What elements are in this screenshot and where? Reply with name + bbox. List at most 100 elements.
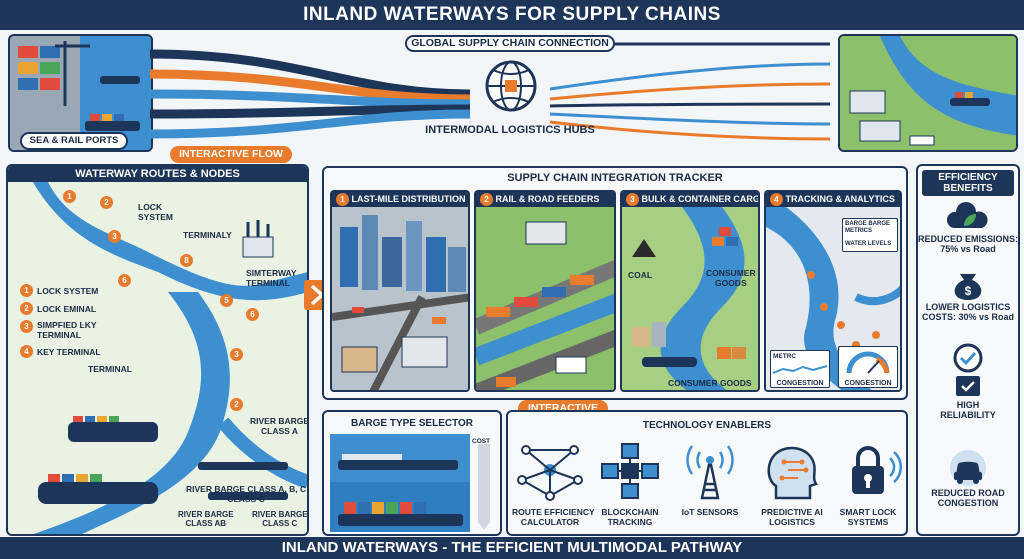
iot-tower-icon — [686, 445, 734, 500]
tech-item-iot[interactable]: IoT SENSORS — [672, 440, 748, 517]
legend-number: 1 — [20, 284, 33, 297]
footer-title: INLAND WATERWAYS - THE EFFICIENT MULTIMO… — [0, 537, 1024, 559]
map-marker[interactable]: 3 — [108, 230, 121, 243]
tile-label: TRACKING & ANALYTICS — [785, 194, 895, 204]
map-marker[interactable]: 2 — [100, 196, 113, 209]
globe-hub-icon — [485, 60, 537, 112]
hubs-label: INTERMODAL LOGISTICS HUBS — [425, 124, 595, 136]
ports-illustration: SEA & RAIL PORTS — [8, 34, 153, 152]
cargo-scene — [622, 207, 758, 390]
map-label-barge-c: RIVER BARGE CLASS C — [252, 510, 308, 528]
map-label-barge-a: RIVER BARGE CLASS A — [250, 416, 309, 436]
metrics-title: BARGE BARGE METRICS — [845, 221, 891, 234]
map-marker[interactable]: 6 — [246, 308, 259, 321]
ports-label: SEA & RAIL PORTS — [20, 132, 128, 150]
tile-rail-road[interactable]: 2 RAIL & ROAD FEEDERS — [474, 190, 616, 392]
barge-selector-panel: BARGE TYPE SELECTOR COST — [322, 410, 502, 536]
tile-tracking-analytics[interactable]: 4 TRACKING & ANALYTICS BARGE BARGE METRI… — [764, 190, 902, 392]
routes-title: WATERWAY ROUTES & NODES — [8, 166, 307, 182]
tech-item-predictive-ai[interactable]: PREDICTIVE AI LOGISTICS — [752, 440, 832, 527]
tracker-title: SUPPLY CHAIN INTEGRATION TRACKER — [507, 172, 723, 184]
supply-flow-arrows — [150, 42, 831, 141]
gauge-icon — [846, 351, 890, 374]
tile-number: 1 — [336, 193, 349, 206]
tile-last-mile[interactable]: 1 LAST-MILE DISTRIBUTION — [330, 190, 470, 392]
tile-head: 2 RAIL & ROAD FEEDERS — [476, 192, 614, 207]
metrc-label: METRC — [773, 353, 797, 360]
benefit-label: HIGH RELIABILITY — [940, 400, 996, 420]
benefit-label: LOWER LOGISTICS COSTS: 30% vs Road — [921, 302, 1015, 322]
benefit-item-costs: $ LOWER LOGISTICS COSTS: 30% vs Road — [918, 268, 1018, 322]
congestion-sparkline — [772, 365, 828, 374]
tech-item-blockchain[interactable]: BLOCKCHAIN TRACKING — [592, 440, 668, 527]
benefit-item-emissions: REDUCED EMISSIONS: 75% vs Road — [918, 202, 1018, 254]
benefit-item-congestion: REDUCED ROAD CONGESTION — [918, 448, 1018, 508]
smart-lock-icon — [852, 446, 903, 494]
legend-number: 3 — [20, 320, 33, 333]
congestion-label: CONGESTION — [844, 380, 892, 387]
legend-number: 2 — [20, 302, 33, 315]
page-title: INLAND WATERWAYS FOR SUPPLY CHAINS — [0, 0, 1024, 30]
network-icon — [517, 445, 583, 501]
tech-item-smart-lock[interactable]: SMART LOCK SYSTEMS — [830, 440, 906, 527]
metrc-card: METRC CONGESTION — [770, 350, 830, 388]
benefit-label: REDUCED EMISSIONS: 75% vs Road — [918, 234, 1019, 254]
map-label-barge-abc: RIVER BARGE CLASS A, B, C CLASS C — [186, 484, 307, 504]
cargo-label-consumer: CONSUMER GOODS — [706, 268, 756, 288]
map-marker[interactable]: 2 — [230, 398, 243, 411]
congestion-label: CONGESTION — [776, 380, 824, 387]
tech-item-route-efficiency[interactable]: ROUTE EFFICIENCY CALCULATOR — [512, 440, 595, 527]
ai-head-icon — [767, 446, 818, 500]
map-marker[interactable]: 5 — [220, 294, 233, 307]
metrics-card: BARGE BARGE METRICS WATER LEVELS — [842, 218, 898, 252]
legend-item: 3 SIMPFIED ĿKY TERMINAL — [20, 320, 130, 340]
rail-road-scene — [476, 207, 614, 390]
svg-text:$: $ — [965, 284, 972, 298]
tile-number: 4 — [770, 193, 783, 206]
global-connection-label: GLOBAL SUPPLY CHAIN CONNECTION — [405, 35, 615, 52]
map-marker[interactable]: 8 — [180, 254, 193, 267]
tech-label: SMART LOCK SYSTEMS — [839, 507, 897, 527]
map-marker[interactable]: 6 — [118, 274, 131, 287]
technology-panel: TECHNOLOGY ENABLERS ROUTE EFFICIENCY CAL… — [506, 410, 908, 536]
map-label-barge-ab: RIVER BARGE CLASS AB — [178, 510, 234, 528]
tile-head: 3 BULK & CONTAINER CARGO — [622, 192, 758, 207]
waterway-map — [8, 182, 307, 534]
legend-label: SIMPFIED ĿKY TERMINAL — [37, 320, 97, 340]
cloud-leaf-icon — [946, 202, 988, 228]
cargo-label-coal: COAL — [628, 270, 653, 280]
tile-label: LAST-MILE DISTRIBUTION — [351, 194, 466, 204]
benefits-panel: EFFICIENCY BENEFITS REDUCED EMISSIONS: 7… — [916, 164, 1020, 536]
waterway-routes-panel: WATERWAY ROUTES & NODES LOCK SYSTEM TERM… — [6, 164, 309, 536]
map-label-terminal: TERMINAL — [88, 364, 132, 374]
money-bag-icon: $ — [954, 274, 982, 300]
tech-label: PREDICTIVE AI LOGISTICS — [761, 507, 823, 527]
map-label-simterway: SIMTERWAY TERMINAL — [246, 268, 297, 288]
hub-scene — [840, 36, 1016, 150]
benefit-item-reliability: HIGH RELIABILITY — [918, 342, 1018, 420]
tech-label: BLOCKCHAIN TRACKING — [601, 507, 659, 527]
tile-label: RAIL & ROAD FEEDERS — [495, 194, 600, 204]
map-label-lock-system: LOCK SYSTEM — [138, 202, 173, 222]
blockchain-icon — [601, 443, 659, 499]
interactive-flow-label: INTERACTIVE FLOW — [170, 146, 292, 163]
tile-label: BULK & CONTAINER CARGO — [641, 194, 758, 204]
tracker-panel: SUPPLY CHAIN INTEGRATION TRACKER 1 LAST-… — [322, 166, 908, 400]
cargo-label-consumer-goods: CONSUMER GOODS — [668, 378, 752, 388]
hub-illustration — [838, 34, 1018, 152]
legend-number: 4 — [20, 345, 33, 358]
tile-number: 3 — [626, 193, 639, 206]
benefit-label: REDUCED ROAD CONGESTION — [931, 488, 1005, 508]
selector-title: BARGE TYPE SELECTOR — [350, 418, 474, 429]
barge-options[interactable] — [330, 434, 498, 534]
tech-label: ROUTE EFFICIENCY CALCULATOR — [512, 507, 595, 527]
tile-head: 1 LAST-MILE DISTRIBUTION — [332, 192, 468, 207]
map-marker[interactable]: 3 — [230, 348, 243, 361]
tile-bulk-container[interactable]: 3 BULK & CONTAINER CARGO COAL CONSUMER G… — [620, 190, 760, 392]
badge-check-icon — [953, 343, 983, 396]
map-marker[interactable]: 1 — [63, 190, 76, 203]
gauge-card: CONGESTION — [838, 346, 898, 388]
